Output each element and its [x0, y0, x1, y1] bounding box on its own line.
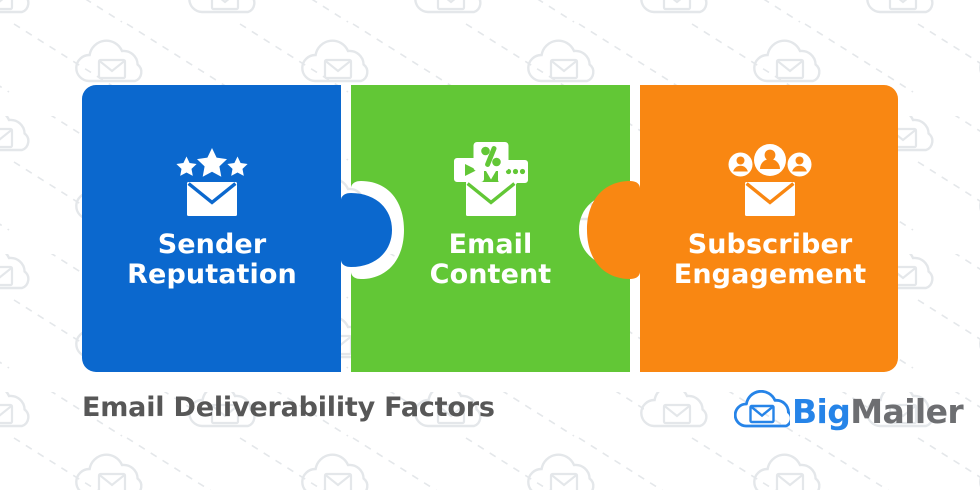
- piece-content-sender-reputation: Sender Reputation: [82, 148, 342, 290]
- piece-label-subscriber-engagement: Subscriber Engagement: [673, 229, 867, 291]
- puzzle-piece-email-content[interactable]: [351, 85, 630, 372]
- brand-name-part-2: Mailer: [850, 391, 964, 431]
- piece-content-subscriber-engagement: Subscriber Engagement: [645, 144, 895, 290]
- brand-logo[interactable]: BigMailer: [734, 390, 964, 432]
- page-title: Email Deliverability Factors: [82, 392, 495, 423]
- puzzle-piece-subscriber-engagement[interactable]: [587, 85, 898, 372]
- piece-label-sender-reputation: Sender Reputation: [127, 229, 297, 291]
- puzzle-piece-sender-reputation[interactable]: [82, 85, 392, 372]
- brand-wordmark: BigMailer: [792, 391, 964, 431]
- piece-label-email-content: Email Content: [429, 229, 552, 291]
- envelope-three-stars-icon: [176, 148, 248, 216]
- piece-content-email-content: Email Content: [368, 140, 613, 290]
- brand-name-part-1: Big: [792, 391, 851, 431]
- envelope-three-people-icon: [728, 144, 812, 216]
- envelope-speech-bubbles-icon: [453, 142, 528, 216]
- cloud-envelope-icon: [734, 390, 790, 428]
